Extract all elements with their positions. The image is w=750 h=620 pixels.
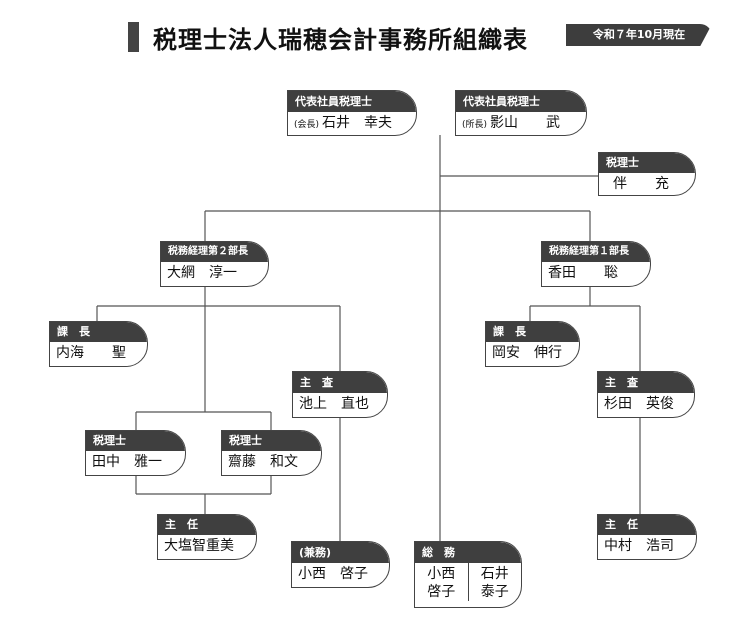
node-role: 課 長 — [50, 322, 147, 342]
node-role: (兼務) — [292, 542, 389, 563]
node-role: 主 査 — [598, 372, 694, 393]
node-name: 大網 淳一 — [167, 265, 237, 281]
node-role: 税務経理第１部長 — [542, 242, 650, 262]
node-supervisor-nakamura: 主 任 中村 浩司 — [597, 514, 697, 560]
node-role: 税理士 — [222, 431, 321, 451]
node-inspector-ikegami: 主 査 池上 直也 — [292, 371, 388, 418]
node-dept2-manager: 税務経理第２部長 大網 淳一 — [160, 241, 269, 287]
node-role: 総 務 — [415, 542, 521, 563]
node-role: 主 任 — [158, 515, 256, 535]
node-name: 伴 充 — [613, 176, 669, 192]
node-role: 代表社員税理士 — [288, 91, 416, 112]
node-supervisor-ooshio: 主 任 大塩智重美 — [157, 514, 257, 560]
node-name-row: (会長)石井 幸夫 — [288, 112, 416, 135]
node-inspector-sugita: 主 査 杉田 英俊 — [597, 371, 695, 418]
node-name: 石井 幸夫 — [322, 115, 393, 131]
node-name: 小西 啓子 — [298, 566, 368, 582]
node-tax-accountant-tanaka: 税理士 田中 雅一 — [85, 430, 186, 476]
node-section-chief-okayasu: 課 長 岡安 伸行 — [485, 321, 580, 367]
node-tax-accountant-ban: 税理士 伴 充 — [598, 152, 696, 196]
date-badge: 令和７年10月現在 — [566, 24, 712, 46]
node-section-chief-utsumi: 課 長 内海 聖 — [49, 321, 148, 367]
node-name: 池上 直也 — [299, 396, 369, 412]
node-name: 齋藤 和文 — [228, 454, 298, 470]
member-ishii: 石井 泰子 — [480, 566, 509, 600]
node-name: 岡安 伸行 — [492, 345, 562, 361]
node-name: 内海 聖 — [56, 345, 126, 361]
node-prefix: (会長) — [294, 120, 320, 130]
node-role: 税理士 — [86, 431, 185, 451]
node-name: 大塩智重美 — [164, 538, 234, 554]
node-name: 杉田 英俊 — [604, 396, 674, 412]
node-prefix: (所長) — [462, 120, 488, 130]
title-accent-bar — [128, 22, 139, 52]
node-name: 影山 武 — [490, 115, 561, 131]
node-role: 税理士 — [599, 153, 695, 173]
node-role: 代表社員税理士 — [456, 91, 586, 112]
node-name-row: (所長)影山 武 — [456, 112, 586, 135]
member-konishi: 小西 啓子 — [415, 563, 469, 601]
node-role: 税務経理第２部長 — [161, 242, 268, 262]
node-role: 主 査 — [293, 372, 387, 393]
node-role: 課 長 — [486, 322, 579, 342]
general-affairs-members: 小西 啓子 石井 泰子 — [415, 563, 521, 601]
page-title: 税理士法人瑞穂会計事務所組織表 — [153, 26, 528, 54]
node-general-affairs: 総 務 小西 啓子 石井 泰子 — [414, 541, 522, 608]
node-tax-accountant-saito: 税理士 齋藤 和文 — [221, 430, 322, 476]
node-name: 中村 浩司 — [604, 538, 674, 554]
node-representative-chairman: 代表社員税理士 (会長)石井 幸夫 — [287, 90, 417, 136]
node-role: 主 任 — [598, 515, 696, 535]
node-dept1-manager: 税務経理第１部長 香田 聡 — [541, 241, 651, 287]
node-representative-director: 代表社員税理士 (所長)影山 武 — [455, 90, 587, 136]
node-concurrent-konishi: (兼務) 小西 啓子 — [291, 541, 390, 588]
node-name: 田中 雅一 — [92, 454, 162, 470]
node-name: 香田 聡 — [548, 265, 618, 281]
